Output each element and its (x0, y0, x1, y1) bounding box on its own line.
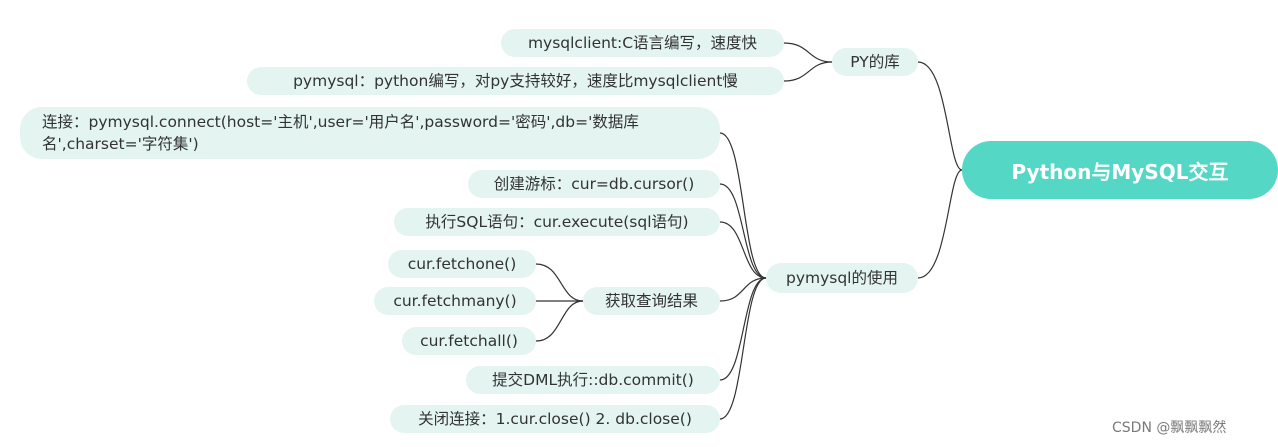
fetch-label: 获取查询结果 (604, 292, 698, 310)
pymysql-usage-node[interactable]: pymysql的使用 (766, 263, 918, 293)
execute-label: 执行SQL语句：cur.execute(sql语句) (425, 213, 689, 231)
fetchmany-node[interactable]: cur.fetchmany() (374, 287, 536, 315)
commit-node[interactable]: 提交DML执行::db.commit() (466, 366, 720, 394)
fetch-node[interactable]: 获取查询结果 (583, 287, 720, 315)
connector-py-libs-pymysql (783, 61, 833, 82)
fetchone-node[interactable]: cur.fetchone() (388, 250, 536, 278)
py-libs-label: PY的库 (850, 53, 900, 71)
connector-root-py-libs (917, 61, 963, 171)
mysqlclient-label: mysqlclient:C语言编写，速度快 (527, 34, 758, 52)
connector-usage-commit (719, 277, 767, 381)
cursor-node[interactable]: 创建游标：cur=db.cursor() (468, 170, 720, 198)
fetchall-label: cur.fetchall() (420, 332, 518, 350)
connect-node[interactable]: 连接：pymysql.connect(host='主机',user='用户名',… (20, 107, 720, 159)
cursor-label: 创建游标：cur=db.cursor() (493, 175, 695, 193)
py-libs-node[interactable]: PY的库 (832, 48, 918, 76)
connector-usage-connect (719, 132, 767, 279)
connector-fetch-fetchone (535, 263, 584, 302)
fetchmany-label: cur.fetchmany() (393, 292, 517, 310)
close-label: 关闭连接：1.cur.close() 2. db.close() (418, 410, 692, 428)
connector-usage-fetch (719, 277, 767, 302)
root-node[interactable]: Python与MySQL交互 (962, 141, 1278, 199)
execute-node[interactable]: 执行SQL语句：cur.execute(sql语句) (394, 208, 720, 236)
connector-usage-cursor (719, 183, 767, 279)
fetchone-label: cur.fetchone() (407, 255, 517, 273)
pymysql-lib-node[interactable]: pymysql：python编写，对py支持较好，速度比mysqlclient慢 (247, 67, 784, 95)
connect-label: 连接：pymysql.connect(host='主机',user='用户名',… (42, 113, 639, 153)
pymysql-usage-label: pymysql的使用 (785, 269, 898, 287)
pymysql-lib-label: pymysql：python编写，对py支持较好，速度比mysqlclient慢 (293, 72, 738, 90)
connector-fetch-fetchall (535, 300, 584, 342)
mysqlclient-node[interactable]: mysqlclient:C语言编写，速度快 (501, 29, 784, 57)
fetchall-node[interactable]: cur.fetchall() (402, 327, 536, 355)
connector-usage-execute (719, 221, 767, 279)
watermark: CSDN @飘飘飘然 (1112, 420, 1227, 436)
connector-root-pymysql-usage (917, 169, 963, 279)
close-node[interactable]: 关闭连接：1.cur.close() 2. db.close() (390, 405, 720, 433)
commit-label: 提交DML执行::db.commit() (492, 371, 694, 389)
connector-py-libs-mysqlclient (783, 42, 833, 63)
root-node-label: Python与MySQL交互 (1011, 159, 1229, 184)
connector-usage-close (719, 277, 767, 420)
